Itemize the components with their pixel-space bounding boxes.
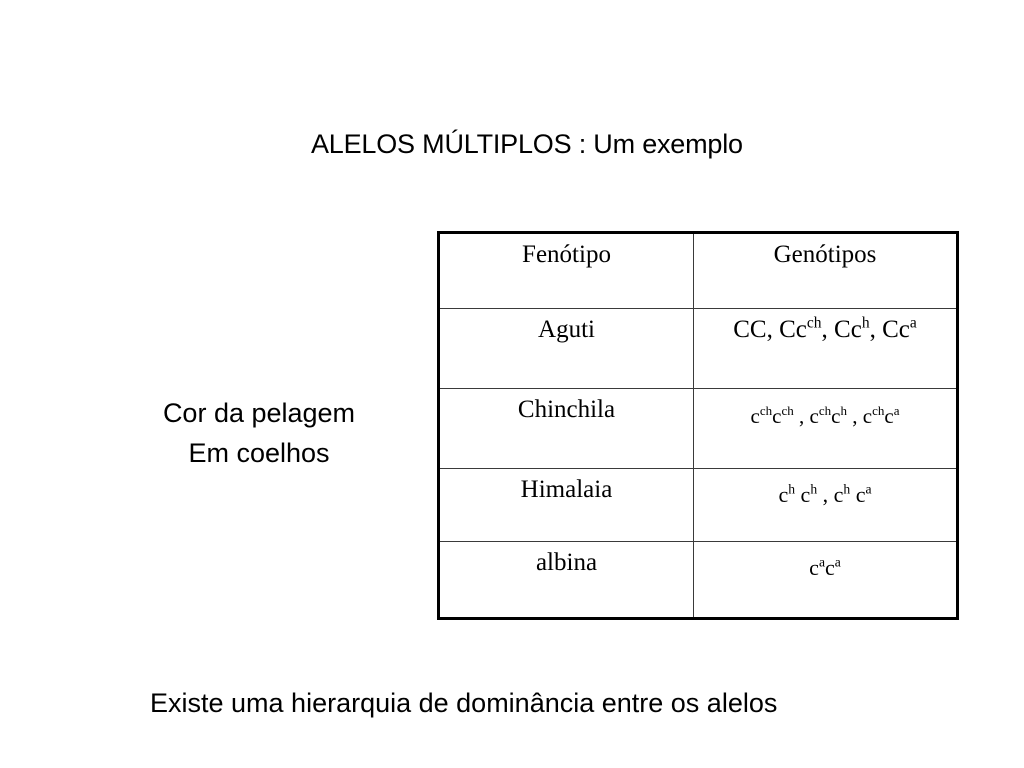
genotype-item: cchcch	[750, 403, 794, 429]
genotype-item: Cca	[882, 314, 917, 343]
phenotype-himalaia: Himalaia	[438, 467, 694, 543]
genotype-item: Ccch	[779, 314, 822, 343]
bottom-caption: Existe uma hierarquia de dominância entr…	[150, 688, 778, 718]
genotype-item: Cch	[834, 314, 870, 343]
phenotype-albina: albina	[438, 541, 694, 619]
phenotype-chinchila: Chinchila	[438, 388, 694, 469]
genotype-item: cchca	[862, 403, 900, 429]
column-header-genotypes: Genótipos	[693, 232, 958, 309]
table-row: Himalaia ch ch , ch ca	[438, 467, 958, 543]
table-row: Aguti CC, Ccch, Cch, Cca	[438, 307, 958, 390]
genotype-item: cchch	[809, 403, 847, 429]
table-header-row: Fenótipo Genótipos	[438, 232, 958, 309]
genotypes-aguti: CC, Ccch, Cch, Cca	[693, 307, 958, 390]
genotypes-albina: caca	[693, 541, 958, 619]
column-header-phenotype: Fenótipo	[438, 232, 694, 309]
genotypes-chinchila: cchcch , cchch , cchca	[693, 388, 958, 469]
table-row: Chinchila cchcch , cchch , cchca	[438, 388, 958, 469]
side-label-line-1: Cor da pelagem	[162, 398, 356, 428]
page-title: ALELOS MÚLTIPLOS : Um exemplo	[311, 129, 743, 159]
genotype-item: ch ch	[778, 481, 818, 507]
genotype-item: caca	[809, 555, 841, 581]
side-label: Cor da pelagem Em coelhos	[133, 393, 385, 473]
side-label-line-2: Em coelhos	[188, 438, 330, 468]
phenotype-aguti: Aguti	[438, 307, 694, 390]
genotypes-himalaia: ch ch , ch ca	[693, 467, 958, 543]
genotype-table: Fenótipo Genótipos Aguti CC, Ccch, Cch, …	[437, 231, 959, 620]
table-row: albina caca	[438, 541, 958, 619]
genotype-item: ch ca	[833, 481, 872, 507]
genotype-item: CC	[733, 315, 767, 343]
